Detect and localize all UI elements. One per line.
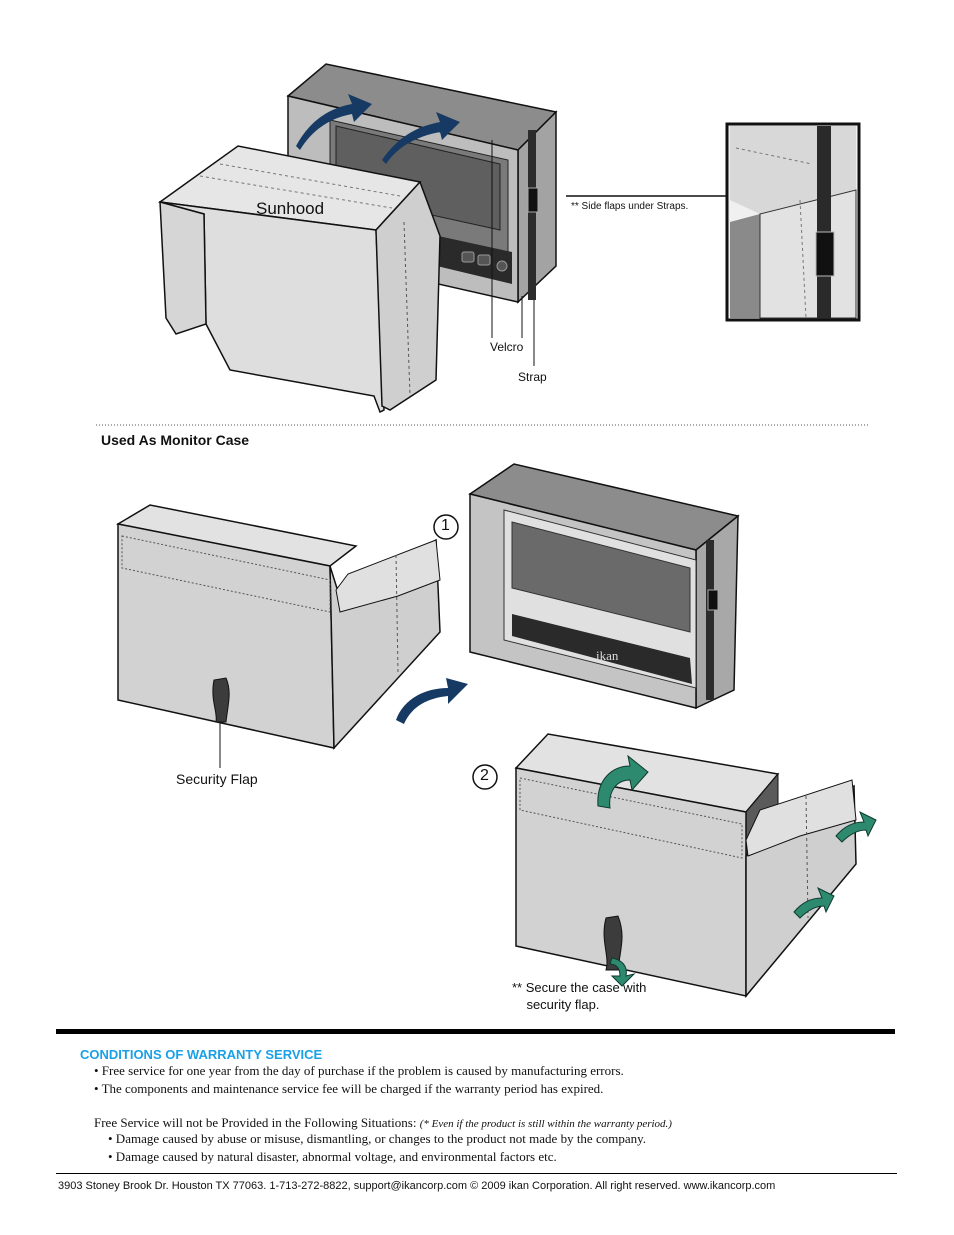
brand-text: ikan (596, 648, 619, 663)
warranty-bullet: • The components and maintenance service… (94, 1081, 604, 1096)
step2-number: 2 (480, 767, 489, 784)
velcro-label: Velcro (490, 340, 524, 354)
warranty-title: CONDITIONS OF WARRANTY SERVICE (80, 1047, 323, 1062)
security-flap-label: Security Flap (176, 771, 258, 787)
strap-detail-inset (725, 122, 861, 322)
exclusions-note: (* Even if the product is still within t… (419, 1118, 672, 1130)
exclusions-intro-text: Free Service will not be Provided in the… (94, 1115, 417, 1130)
insert-arrows (296, 94, 460, 164)
open-case (115, 504, 441, 768)
step2-circle (472, 764, 498, 790)
secure-case-note: ** Secure the case with security flap. (512, 980, 647, 1012)
fold-arrows (597, 754, 877, 987)
footer-divider (56, 1173, 897, 1174)
sunhood-flap (158, 145, 441, 414)
section-heading: Used As Monitor Case (101, 432, 250, 448)
exclusion-item: • Damage caused by natural disaster, abn… (108, 1149, 557, 1164)
step1-number: 1 (441, 517, 450, 534)
exclusions-intro: Free Service will not be Provided in the… (94, 1115, 672, 1131)
footer-text: 3903 Stoney Brook Dr. Houston TX 77063. … (58, 1180, 776, 1192)
insert-arrow-icon (396, 678, 468, 724)
section-divider-thick (56, 1029, 895, 1034)
step1-circle (433, 514, 459, 540)
strap-label: Strap (518, 370, 547, 384)
closed-case-step2 (514, 733, 857, 999)
side-flaps-note: ** Side flaps under Straps. (571, 201, 689, 212)
monitor-step1: ikan (468, 463, 740, 710)
warranty-bullet: • Free service for one year from the day… (94, 1063, 624, 1078)
sunhood-label: Sunhood (256, 199, 325, 218)
exclusion-item: • Damage caused by abuse or misuse, dism… (108, 1131, 647, 1146)
